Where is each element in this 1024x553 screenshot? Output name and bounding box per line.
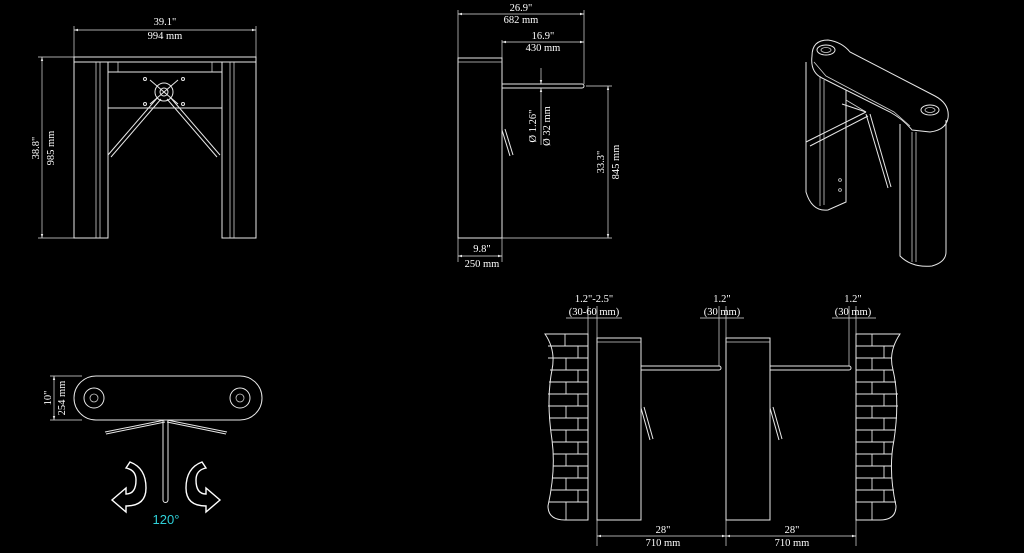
lane2-in: 28": [785, 525, 800, 536]
rotate-right-arrow-icon: [185, 461, 222, 514]
front-height-in: 38.8": [31, 137, 42, 160]
reader-icon: [229, 387, 251, 409]
gap-left-in: 1.2"-2.5": [575, 294, 613, 305]
front-width-mm: 994 mm: [148, 31, 183, 42]
lane2-mm: 710 mm: [775, 538, 810, 549]
hub-icon: [154, 82, 174, 102]
top-view: 10" 254 mm 120°: [43, 375, 263, 527]
front-width-in: 39.1": [154, 17, 177, 28]
rotate-left-arrow-icon: [110, 461, 147, 514]
side-arm-in: 16.9": [532, 31, 555, 42]
side-arm-mm: 430 mm: [526, 43, 561, 54]
side-base-mm: 250 mm: [465, 259, 500, 270]
front-height-mm: 985 mm: [46, 131, 57, 166]
gap-left-mm: (30-60 mm): [569, 307, 620, 318]
gap-mid-mm: (30 mm): [704, 307, 741, 318]
side-total-mm: 682 mm: [504, 15, 539, 26]
lane-view: 1.2"-2.5" (30-60 mm) 1.2" (30 mm) 1.2" (…: [544, 294, 901, 549]
lane1-in: 28": [656, 525, 671, 536]
side-view: 26.9" 682 mm 16.9" 430 mm Ø 1.26" Ø 32 m…: [457, 3, 622, 270]
front-view: 39.1" 994 mm 38.8" 985 mm: [31, 17, 257, 239]
top-width-mm: 254 mm: [57, 381, 68, 416]
isometric-view: [805, 39, 949, 267]
lane1-mm: 710 mm: [646, 538, 681, 549]
rotation-angle-label: 120°: [153, 512, 180, 527]
left-brick-wall: [544, 333, 589, 521]
gap-right-mm: (30 mm): [835, 307, 872, 318]
side-height-in: 33.3": [596, 151, 607, 174]
right-brick-wall: [855, 333, 901, 521]
gap-mid-in: 1.2": [713, 294, 730, 305]
logo-badge-icon: [816, 44, 836, 56]
side-dia-in: Ø 1.26": [528, 110, 539, 143]
side-dia-mm: Ø 32 mm: [542, 106, 553, 146]
side-total-in: 26.9": [510, 3, 533, 14]
gap-right-in: 1.2": [844, 294, 861, 305]
side-base-in: 9.8": [473, 244, 490, 255]
logo-badge-icon: [920, 104, 940, 116]
top-width-in: 10": [43, 391, 54, 406]
reader-icon: [83, 387, 105, 409]
side-height-mm: 845 mm: [611, 145, 622, 180]
